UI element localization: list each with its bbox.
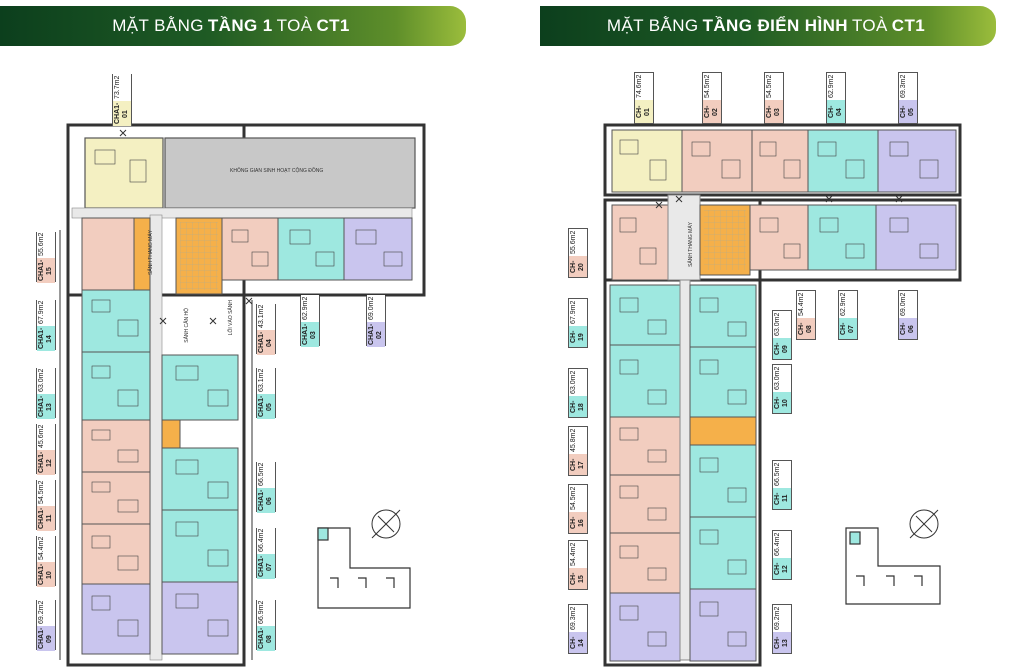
compass-icon xyxy=(909,509,939,539)
title-floor: TẦNG ĐIỂN HÌNH xyxy=(702,16,848,35)
apartment-lobby-label: SẢNH CĂN HỘ xyxy=(184,308,190,343)
community-space-label: KHÔNG GIAN SINH HOẠT CỘNG ĐỒNG xyxy=(230,168,324,174)
title-floor: TẦNG 1 xyxy=(207,16,273,35)
title-prefix: MẶT BẰNG xyxy=(606,16,699,35)
compass-icon xyxy=(371,509,401,539)
typical-key-plan xyxy=(845,527,941,605)
title-building: CT1 xyxy=(316,16,350,35)
typical-floor-plan xyxy=(603,123,962,667)
title-mid: TOÀ xyxy=(276,16,313,35)
title-prefix: MẶT BẰNG xyxy=(112,16,204,35)
floor1-title-banner: MẶT BẰNG TẦNG 1 TOÀ CT1 xyxy=(0,6,466,46)
floor1-key-plan xyxy=(317,527,411,609)
typical-floor-title-banner: MẶT BẰNG TẦNG ĐIỂN HÌNH TOÀ CT1 xyxy=(540,6,996,46)
floor1-plan xyxy=(59,123,426,667)
typical-elevator-lobby-label: SẢNH THANG MÁY xyxy=(688,222,694,267)
entrance-lobby-label: LỐI VÀO SẢNH xyxy=(228,300,234,336)
elevator-lobby-label: SẢNH THANG MÁY xyxy=(148,230,154,275)
title-mid: TOÀ xyxy=(851,16,888,35)
title-building: CT1 xyxy=(891,16,926,35)
